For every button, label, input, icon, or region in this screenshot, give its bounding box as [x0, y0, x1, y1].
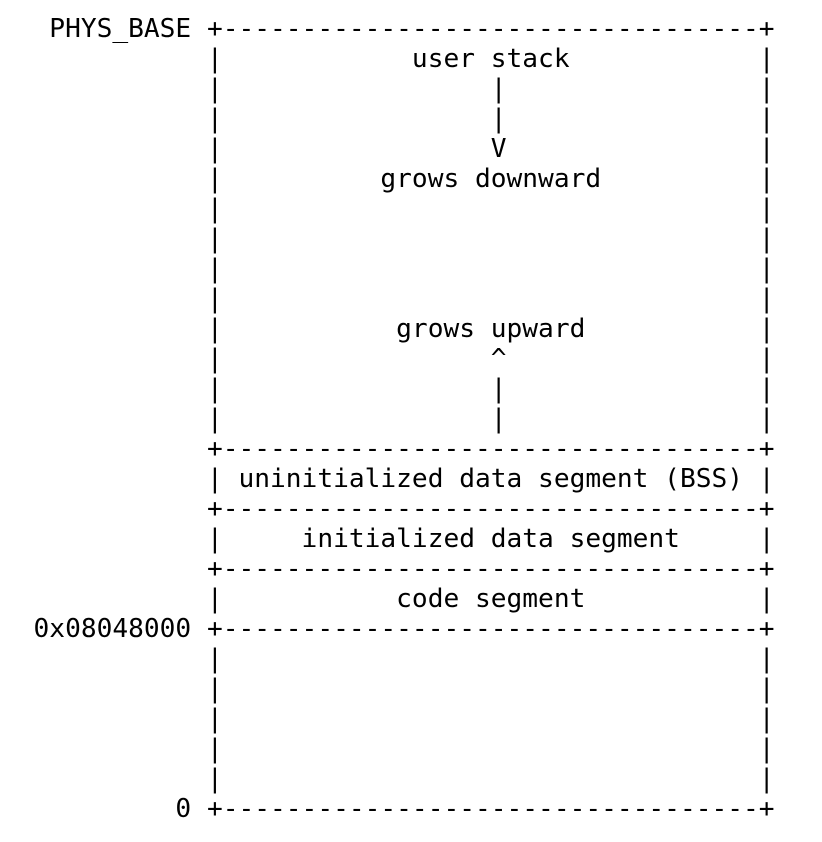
row-up-arrow-shaft-1: | | | [2, 374, 775, 404]
row-initialized-data-segment-label: | initialized data segment | [2, 524, 775, 554]
row-zero-boundary: 0 +----------------------------------+ [2, 794, 775, 824]
row-empty-7: | | [2, 704, 775, 734]
row-empty-9: | | [2, 764, 775, 794]
row-empty-2: | | [2, 224, 775, 254]
row-code-segment-label: | code segment | [2, 584, 775, 614]
row-empty-3: | | [2, 254, 775, 284]
row-phys-base-boundary: PHYS_BASE +-----------------------------… [2, 14, 775, 44]
row-grows-downward-label: | grows downward | [2, 164, 775, 194]
row-empty-8: | | [2, 734, 775, 764]
row-down-arrow-shaft-1: | | | [2, 74, 775, 104]
ascii-art: PHYS_BASE +-----------------------------… [2, 14, 775, 824]
row-bss-bottom-border: +----------------------------------+ [2, 494, 775, 524]
row-empty-4: | | [2, 284, 775, 314]
row-bss-segment-label: | uninitialized data segment (BSS) | [2, 464, 775, 494]
row-bss-top-border: +----------------------------------+ [2, 434, 775, 464]
row-user-stack-label: | user stack | [2, 44, 775, 74]
row-down-arrow-head: | V | [2, 134, 775, 164]
row-initialized-data-bottom-border: +----------------------------------+ [2, 554, 775, 584]
row-down-arrow-shaft-2: | | | [2, 104, 775, 134]
row-up-arrow-shaft-2: | | | [2, 404, 775, 434]
row-grows-upward-label: | grows upward | [2, 314, 775, 344]
row-empty-1: | | [2, 194, 775, 224]
row-up-arrow-head: | ^ | [2, 344, 775, 374]
row-empty-5: | | [2, 644, 775, 674]
row-code-base-boundary: 0x08048000 +----------------------------… [2, 614, 775, 644]
row-empty-6: | | [2, 674, 775, 704]
